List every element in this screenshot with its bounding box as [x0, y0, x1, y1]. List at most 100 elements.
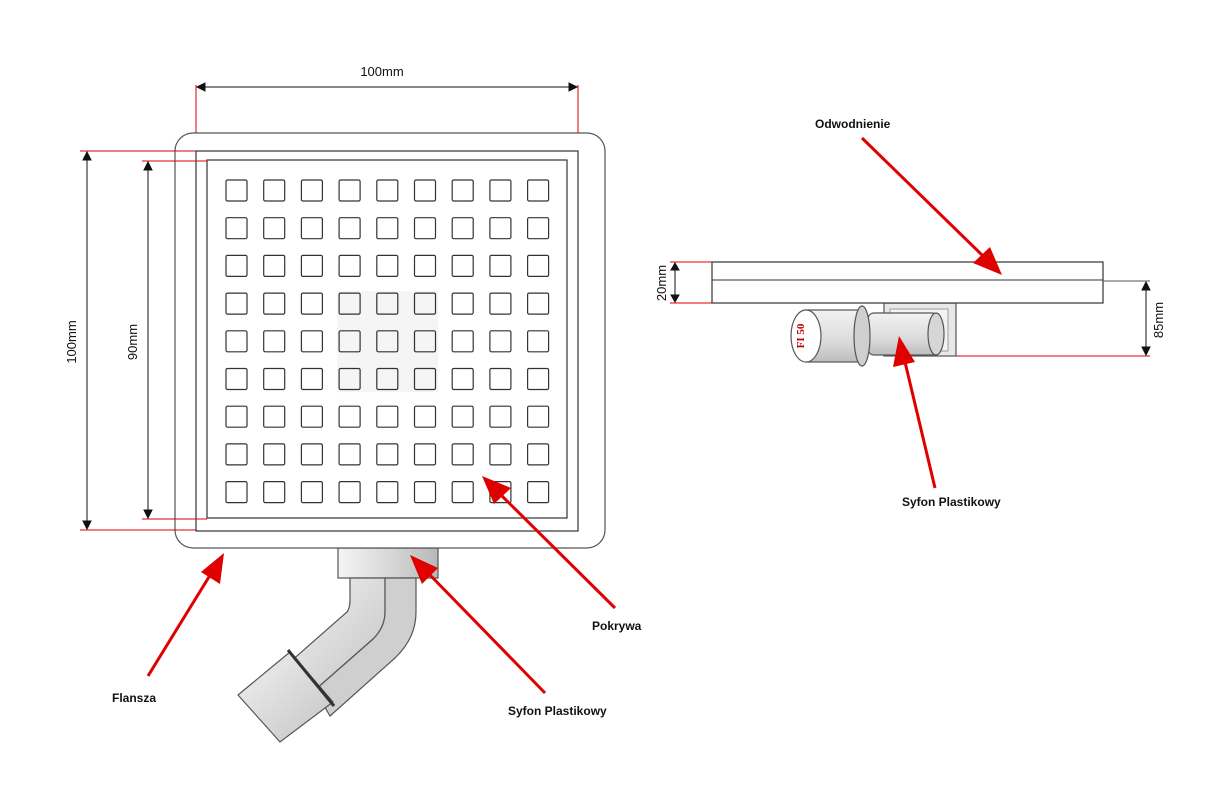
- grille-opening: [263, 217, 286, 240]
- grille-opening: [338, 292, 361, 315]
- front-callout-arrows: [146, 476, 617, 695]
- front-siphon: [237, 547, 439, 743]
- grille-opening: [338, 254, 361, 277]
- grille-opening: [376, 254, 399, 277]
- grille-opening: [489, 443, 512, 466]
- siphon-front-arrow: [410, 555, 547, 695]
- siphon-side-arrow: [893, 336, 937, 489]
- grille-opening: [526, 179, 550, 202]
- siphon-elbow-right: [314, 577, 417, 717]
- pipe-label: FI 50: [795, 323, 807, 348]
- grille-opening: [413, 179, 437, 202]
- grille-opening: [451, 330, 474, 353]
- grille-opening: [300, 367, 323, 391]
- grille-opening: [300, 330, 323, 353]
- siphon-outlet-back: [853, 305, 871, 367]
- grille-opening: [338, 481, 361, 504]
- grille-opening: [526, 292, 550, 315]
- drain-side-body: [711, 261, 1104, 304]
- grille-opening: [413, 330, 437, 353]
- grille-opening: [225, 481, 248, 504]
- grille-opening: [225, 217, 248, 240]
- grille-opening: [263, 292, 286, 315]
- grille-opening: [300, 443, 323, 466]
- grille-opening: [263, 481, 286, 504]
- grille-opening: [300, 254, 323, 277]
- drain-label: Odwodnienie: [815, 117, 891, 131]
- grille-opening: [225, 405, 248, 428]
- grille-opening: [376, 217, 399, 240]
- siphon-outlet-front: [790, 309, 822, 363]
- grille-opening: [300, 405, 323, 428]
- left-inner-height-label: 90mm: [125, 324, 140, 360]
- grille-opening: [413, 405, 437, 428]
- grille-opening: [489, 179, 512, 202]
- grille-opening: [489, 254, 512, 277]
- grille-opening: [338, 217, 361, 240]
- side-depth-label: 85mm: [1151, 302, 1166, 338]
- grille-opening: [376, 330, 399, 353]
- grille-opening: [263, 179, 286, 202]
- grille-opening: [338, 330, 361, 353]
- flange-label: Flansza: [112, 691, 156, 705]
- grille-opening: [300, 217, 323, 240]
- grille-opening: [413, 292, 437, 315]
- grille-opening: [489, 330, 512, 353]
- cover-arrow: [482, 476, 617, 610]
- grille-opening: [526, 443, 550, 466]
- grille-opening: [263, 367, 286, 391]
- drain-arrow: [860, 136, 1002, 275]
- grille-opening: [376, 481, 399, 504]
- front-reference-lines: [80, 85, 579, 531]
- grille-opening: [489, 405, 512, 428]
- grille-opening: [376, 367, 399, 391]
- grille-opening: [225, 292, 248, 315]
- top-width-label: 100mm: [360, 64, 403, 79]
- grille-opening: [300, 481, 323, 504]
- siphon-pipe-end: [927, 312, 945, 356]
- grille-opening: [489, 292, 512, 315]
- grille-opening: [526, 481, 550, 504]
- left-outer-height-label: 100mm: [64, 320, 79, 363]
- grille-opening: [225, 443, 248, 466]
- grille-opening: [413, 217, 437, 240]
- grille-opening: [376, 292, 399, 315]
- front-view: 100mm 100mm 90mm Flansza Pokrywa: [64, 64, 642, 743]
- grille-opening: [376, 405, 399, 428]
- grille-opening: [526, 367, 550, 391]
- grille-opening: [225, 254, 248, 277]
- grille-opening: [451, 405, 474, 428]
- grille-opening: [300, 292, 323, 315]
- grille-opening: [338, 405, 361, 428]
- grille-opening: [263, 405, 286, 428]
- grille-opening: [338, 179, 361, 202]
- side-dimension-lines: [670, 261, 1151, 357]
- grille-opening: [451, 443, 474, 466]
- grille-opening: [413, 443, 437, 466]
- grille-opening: [451, 217, 474, 240]
- grille-center-shade: [337, 291, 439, 393]
- flange-arrow: [146, 553, 224, 677]
- grille-opening: [338, 443, 361, 466]
- grille-opening: [376, 443, 399, 466]
- grille-opening: [451, 367, 474, 391]
- side-callout-arrows: [860, 136, 1002, 489]
- grille: [225, 179, 550, 504]
- drain-frame: [195, 150, 579, 532]
- siphon-ring: [286, 649, 336, 707]
- grille-opening: [451, 254, 474, 277]
- grille-opening: [489, 217, 512, 240]
- side-view: FI 50 20mm 85mm: [654, 117, 1166, 509]
- grille-opening: [526, 330, 550, 353]
- grille-opening: [451, 481, 474, 504]
- grille-opening: [225, 367, 248, 391]
- grille-opening: [526, 405, 550, 428]
- grille-opening: [263, 254, 286, 277]
- grille-opening: [413, 481, 437, 504]
- side-siphon: FI 50: [790, 302, 957, 367]
- cover-label: Pokrywa: [592, 619, 642, 633]
- grille-opening: [413, 254, 437, 277]
- grille-opening: [526, 254, 550, 277]
- front-dimension-lines: [82, 82, 579, 531]
- grille-opening: [526, 217, 550, 240]
